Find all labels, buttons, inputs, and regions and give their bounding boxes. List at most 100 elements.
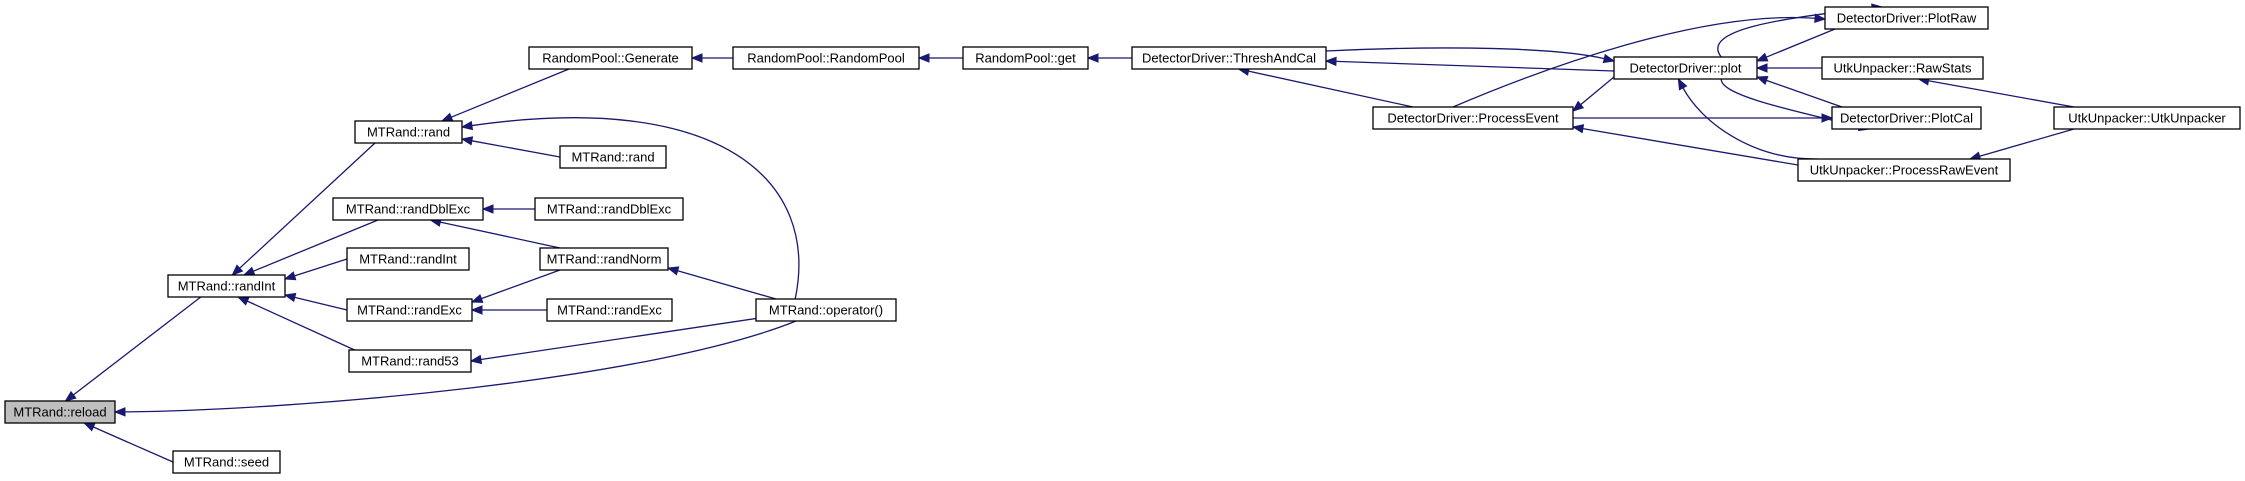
edge-randexc-randint [283,292,348,311]
node-utkunpacker[interactable]: UtkUnpacker::UtkUnpacker [2053,106,2241,130]
node-label: MTRand::randExc [557,303,662,318]
edge-plotraw-plot-arrowhead [1755,52,1769,62]
node-box [528,46,693,70]
node-randdblexc_a[interactable]: MTRand::randDblExc [332,197,484,221]
node-box [2053,106,2241,130]
edge-randnorm-randexc-line [481,269,561,300]
edge-randdblexc-randint-arrowhead [242,266,256,276]
node-label: UtkUnpacker::RawStats [1834,61,1972,76]
edge-generate-rand-arrowhead [440,112,454,122]
node-rand_a[interactable]: MTRand::rand [354,120,463,144]
edge-randdblexc-randint-line [253,219,379,272]
node-randexc_b[interactable]: MTRand::randExc [546,298,673,322]
node-label: UtkUnpacker::UtkUnpacker [2068,111,2226,126]
edge-operator-rand53-arrowhead [469,354,483,365]
node-rand_b[interactable]: MTRand::rand [559,145,667,169]
node-label: RandomPool::Generate [542,51,679,66]
edge-processrawevent-plot [1677,77,1819,160]
node-label: RandomPool::RandomPool [747,51,905,66]
edge-randexcb-randexc [470,305,547,315]
node-poolget[interactable]: RandomPool::get [962,46,1089,70]
node-randintb[interactable]: MTRand::randInt [346,247,470,271]
edge-randexc-randint-arrowhead [283,292,297,303]
node-seed[interactable]: MTRand::seed [172,450,281,474]
node-label: MTRand::rand53 [361,354,459,369]
edge-rand53-randint-arrowhead [236,296,250,306]
node-label: RandomPool::get [975,51,1076,66]
edge-threshandcal-poolget [1086,53,1132,63]
edge-operator-reload [113,320,797,417]
edge-operator-rand53-line [480,316,767,361]
edge-operator-rand-line [471,117,800,300]
node-label: DetectorDriver::ProcessEvent [1387,111,1559,126]
node-box [539,247,669,271]
edge-operator-rand [460,117,800,300]
node-operator[interactable]: MTRand::operator() [755,298,897,322]
node-box [732,46,920,70]
edge-operator-rand53 [469,316,767,365]
edge-plot-processevent-line [1580,76,1615,106]
edge-plot-processevent [1571,76,1615,112]
edge-randdblexcb-randdblexc-arrowhead [481,204,494,214]
node-label: MTRand::rand [571,150,654,165]
edge-randompool-generate [690,53,733,63]
node-box [755,298,897,322]
edge-processevent-plotcal [1573,113,1834,123]
node-plot[interactable]: DetectorDriver::plot [1613,56,1758,80]
edge-plot-threshandcal [1324,56,1615,72]
edge-randintb-randint-line [294,258,348,277]
node-label: MTRand::randDblExc [346,202,471,217]
edge-plotcal-plot [1755,76,1843,108]
node-box [962,46,1089,70]
node-processevent[interactable]: DetectorDriver::ProcessEvent [1372,106,1574,130]
edge-randexc-randint-line [294,296,348,311]
node-box [332,197,484,221]
node-plotraw[interactable]: DetectorDriver::PlotRaw [1824,6,1989,30]
edge-utkunpacker-rawstats [1917,76,2075,108]
edge-rawstats-plot [1755,63,1822,73]
node-label: MTRand::randNorm [547,252,662,267]
node-threshandcal[interactable]: DetectorDriver::ThreshAndCal [1131,46,1327,70]
node-box [4,400,116,424]
node-label: UtkUnpacker::ProcessRawEvent [1810,163,1999,178]
edge-generate-rand-line [451,68,570,118]
node-randompool[interactable]: RandomPool::RandomPool [732,46,920,70]
edge-processrawevent-processevent-arrowhead [1571,124,1585,134]
node-randdblexc_b[interactable]: MTRand::randDblExc [534,197,684,221]
node-randnorm[interactable]: MTRand::randNorm [539,247,669,271]
node-label: MTRand::operator() [769,303,883,318]
node-reload[interactable]: MTRand::reload [4,400,116,424]
node-label: DetectorDriver::ThreshAndCal [1142,51,1316,66]
node-rawstats[interactable]: UtkUnpacker::RawStats [1821,56,1984,80]
node-label: MTRand::randInt [178,279,276,294]
edge-poolget-randompool [917,53,963,63]
edge-rawstats-plot-arrowhead [1755,63,1768,73]
node-generate[interactable]: RandomPool::Generate [528,46,693,70]
edge-randint-reload [64,296,202,402]
node-box [167,274,286,298]
edge-seed-reload [82,422,174,463]
edge-operator-reload-line [124,320,797,413]
node-rand53[interactable]: MTRand::rand53 [348,349,472,373]
edge-threshandcal-poolget-arrowhead [1086,53,1099,63]
node-plotcal[interactable]: DetectorDriver::PlotCal [1831,106,1982,130]
node-label: DetectorDriver::plot [1630,61,1742,76]
edge-randnorm-randdblexc-line [440,221,561,249]
edge-randnorm-randexc [470,269,561,303]
edge-plot-threshandcal-line [1335,60,1615,72]
edge-processevent-threshandcal [1237,66,1414,108]
edge-processrawevent-processevent [1571,124,1799,166]
edge-operator-reload-arrowhead [113,407,126,417]
node-box [354,120,463,144]
edge-processevent-threshandcal-line [1248,70,1414,108]
edge-threshandcal-plot-line [1325,47,1605,60]
edge-operator-randnorm-arrowhead [666,266,680,276]
edge-processrawevent-plot-line [1682,87,1819,160]
node-randexc_a[interactable]: MTRand::randExc [346,298,473,322]
node-processrawevent[interactable]: UtkUnpacker::ProcessRawEvent [1797,158,2011,182]
edge-rand-randint-line [239,142,376,269]
edge-plotraw-plot [1755,28,1836,62]
node-box [346,298,473,322]
node-randint[interactable]: MTRand::randInt [167,274,286,298]
